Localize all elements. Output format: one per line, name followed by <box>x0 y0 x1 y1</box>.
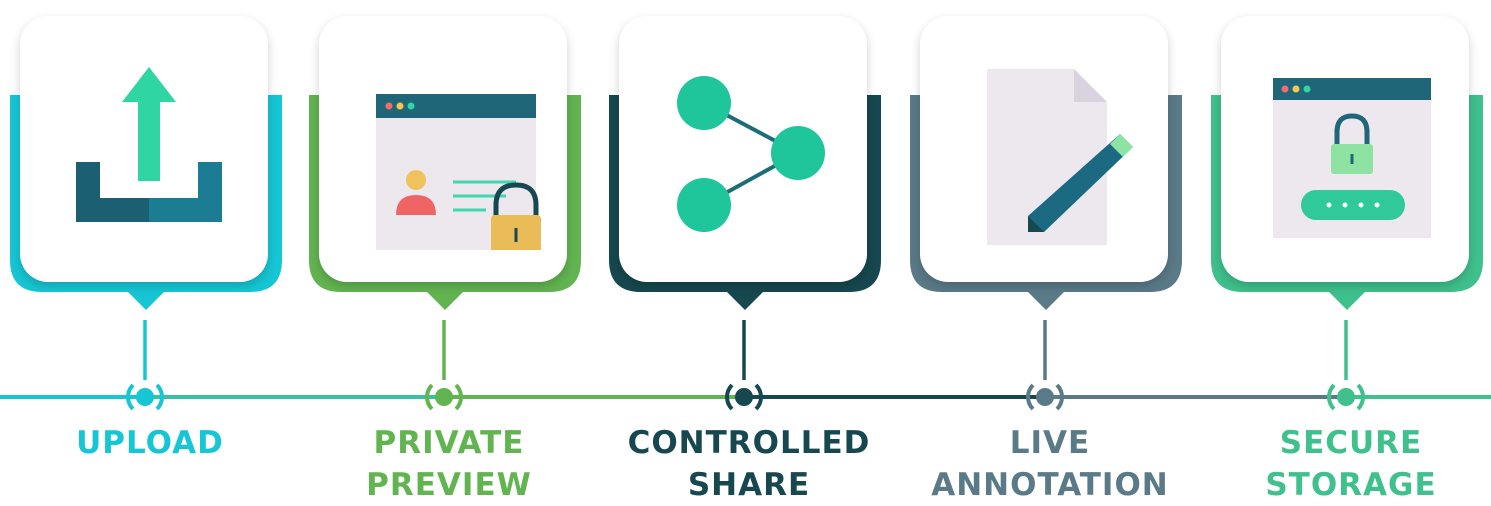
timeline-node <box>1036 388 1054 406</box>
step-label: SECURE STORAGE <box>1201 422 1491 506</box>
connector <box>1327 320 1365 411</box>
step-upload: UPLOAD <box>0 0 300 499</box>
timeline-node <box>435 388 453 406</box>
step-label-line: PRIVATE <box>373 425 525 461</box>
card <box>906 10 1194 310</box>
connector <box>1026 320 1064 411</box>
step-label: UPLOAD <box>0 422 300 464</box>
timeline-node <box>1337 388 1355 406</box>
step-live-annotation: LIVE ANNOTATION <box>900 0 1200 503</box>
card <box>1207 10 1491 310</box>
step-label: PRIVATE PREVIEW <box>299 422 599 506</box>
step-label-line: SECURE <box>1279 425 1423 461</box>
step-label-line: UPLOAD <box>76 425 224 461</box>
share-icon <box>677 76 825 232</box>
step-label-line: ANNOTATION <box>931 467 1169 503</box>
card-panel <box>619 16 867 282</box>
step-label: LIVE ANNOTATION <box>900 422 1200 506</box>
document-pencil-icon <box>987 69 1133 245</box>
step-label-line: STORAGE <box>1265 467 1437 503</box>
timeline-node <box>735 388 753 406</box>
connector <box>126 320 164 411</box>
step-label-line: CONTROLLED <box>627 425 871 461</box>
step-label: CONTROLLED SHARE <box>599 422 899 506</box>
step-label-line: PREVIEW <box>366 467 532 503</box>
timeline-node <box>136 388 154 406</box>
upload-icon <box>76 67 222 222</box>
step-controlled-share: CONTROLLED SHARE <box>599 0 899 503</box>
connector <box>725 320 763 411</box>
connector <box>425 320 463 411</box>
private-document-lock-icon <box>376 94 541 250</box>
step-label-line: LIVE <box>1009 425 1091 461</box>
card <box>605 10 893 310</box>
secure-window-lock-icon <box>1273 78 1431 238</box>
step-private-preview: PRIVATE PREVIEW <box>299 0 599 503</box>
card <box>6 10 294 310</box>
step-label-line: SHARE <box>687 467 811 503</box>
step-secure-storage: SECURE STORAGE <box>1201 0 1491 503</box>
card <box>305 10 593 310</box>
